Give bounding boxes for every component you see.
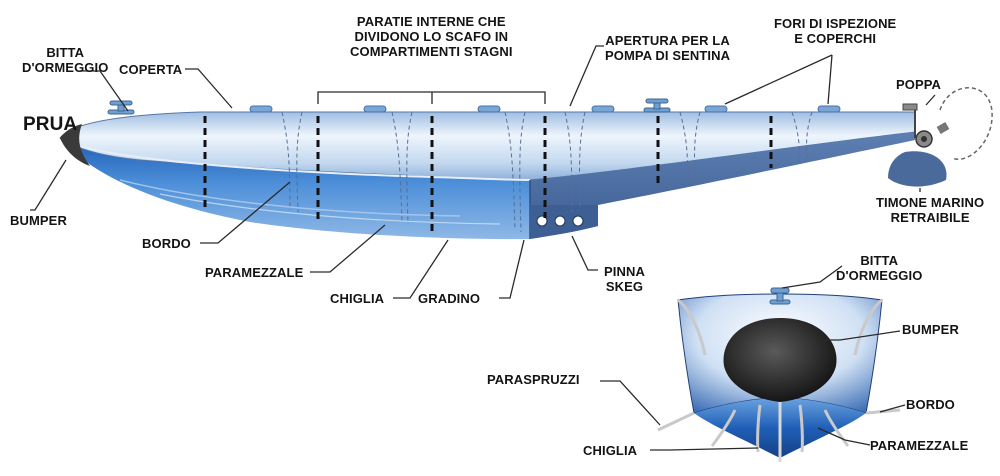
bulkheads [203,116,773,232]
label-bordo-front: BORDO [906,397,955,412]
label-pinna: PINNA SKEG [604,264,645,294]
mooring-cleat-stern [643,98,671,113]
label-poppa: POPPA [896,77,942,92]
label-paratie-line2: DIVIDONO LO SCAFO IN [354,29,509,44]
label-bitta-front: BITTA D'ORMEGGIO [836,253,922,283]
label-bumper-side: BUMPER [10,213,67,228]
label-apertura-line2: POMPA DI SENTINA [605,48,731,63]
label-pinna-line1: PINNA [604,264,645,279]
label-fori-line2: E COPERCHI [794,31,877,46]
label-apertura: APERTURA PER LA POMPA DI SENTINA [605,33,730,63]
label-pinna-line2: SKEG [605,279,644,294]
label-prua: PRUA [23,114,78,135]
label-paramezzale-front: PARAMEZZALE [870,438,969,453]
label-bitta-front-line1: BITTA [860,253,899,268]
front-view-hull [657,287,901,462]
hull-stern-panel [530,132,915,239]
label-paratie: PARATIE INTERNE CHE DIVIDONO LO SCAFO IN… [350,14,513,59]
label-chiglia-front: CHIGLIA [583,443,638,458]
label-paratie-line3: COMPARTIMENTI STAGNI [350,44,513,59]
label-fori-line1: FORI DI ISPEZIONE [774,16,897,31]
label-timone: TIMONE MARINO RETRAIBILE [876,195,984,225]
retractable-rudder [888,87,993,187]
inspection-hatches [249,105,841,113]
leader-lines [30,45,936,451]
label-coperta: COPERTA [119,62,183,77]
label-bitta-side: BITTA D'ORMEGGIO [22,45,108,75]
label-bumper-front: BUMPER [902,322,959,337]
label-paramezzale-side: PARAMEZZALE [205,265,304,280]
label-paratie-line1: PARATIE INTERNE CHE [356,14,506,29]
mooring-cleat-bow [107,100,135,115]
label-chiglia-side: CHIGLIA [330,291,385,306]
front-bumper [723,318,837,402]
label-paraspruzzi: PARASPRUZZI [487,372,580,387]
label-bitta-side-line2: D'ORMEGGIO [22,60,109,75]
label-fori: FORI DI ISPEZIONE E COPERCHI [774,16,896,46]
label-timone-line2: RETRAIBILE [890,210,970,225]
hull-deck [59,111,916,181]
side-view-hull [59,87,993,240]
label-gradino: GRADINO [418,291,481,306]
label-timone-line1: TIMONE MARINO [876,195,985,210]
internal-frames [281,111,813,233]
label-apertura-line1: APERTURA PER LA [605,33,730,48]
front-cleat [769,287,791,305]
label-bitta-front-line2: D'ORMEGGIO [836,268,923,283]
label-bordo-side: BORDO [142,236,191,251]
front-stringers [676,298,884,453]
bow-bumper [60,124,90,166]
label-bitta-side-line1: BITTA [46,45,85,60]
sheer-line [61,139,531,181]
